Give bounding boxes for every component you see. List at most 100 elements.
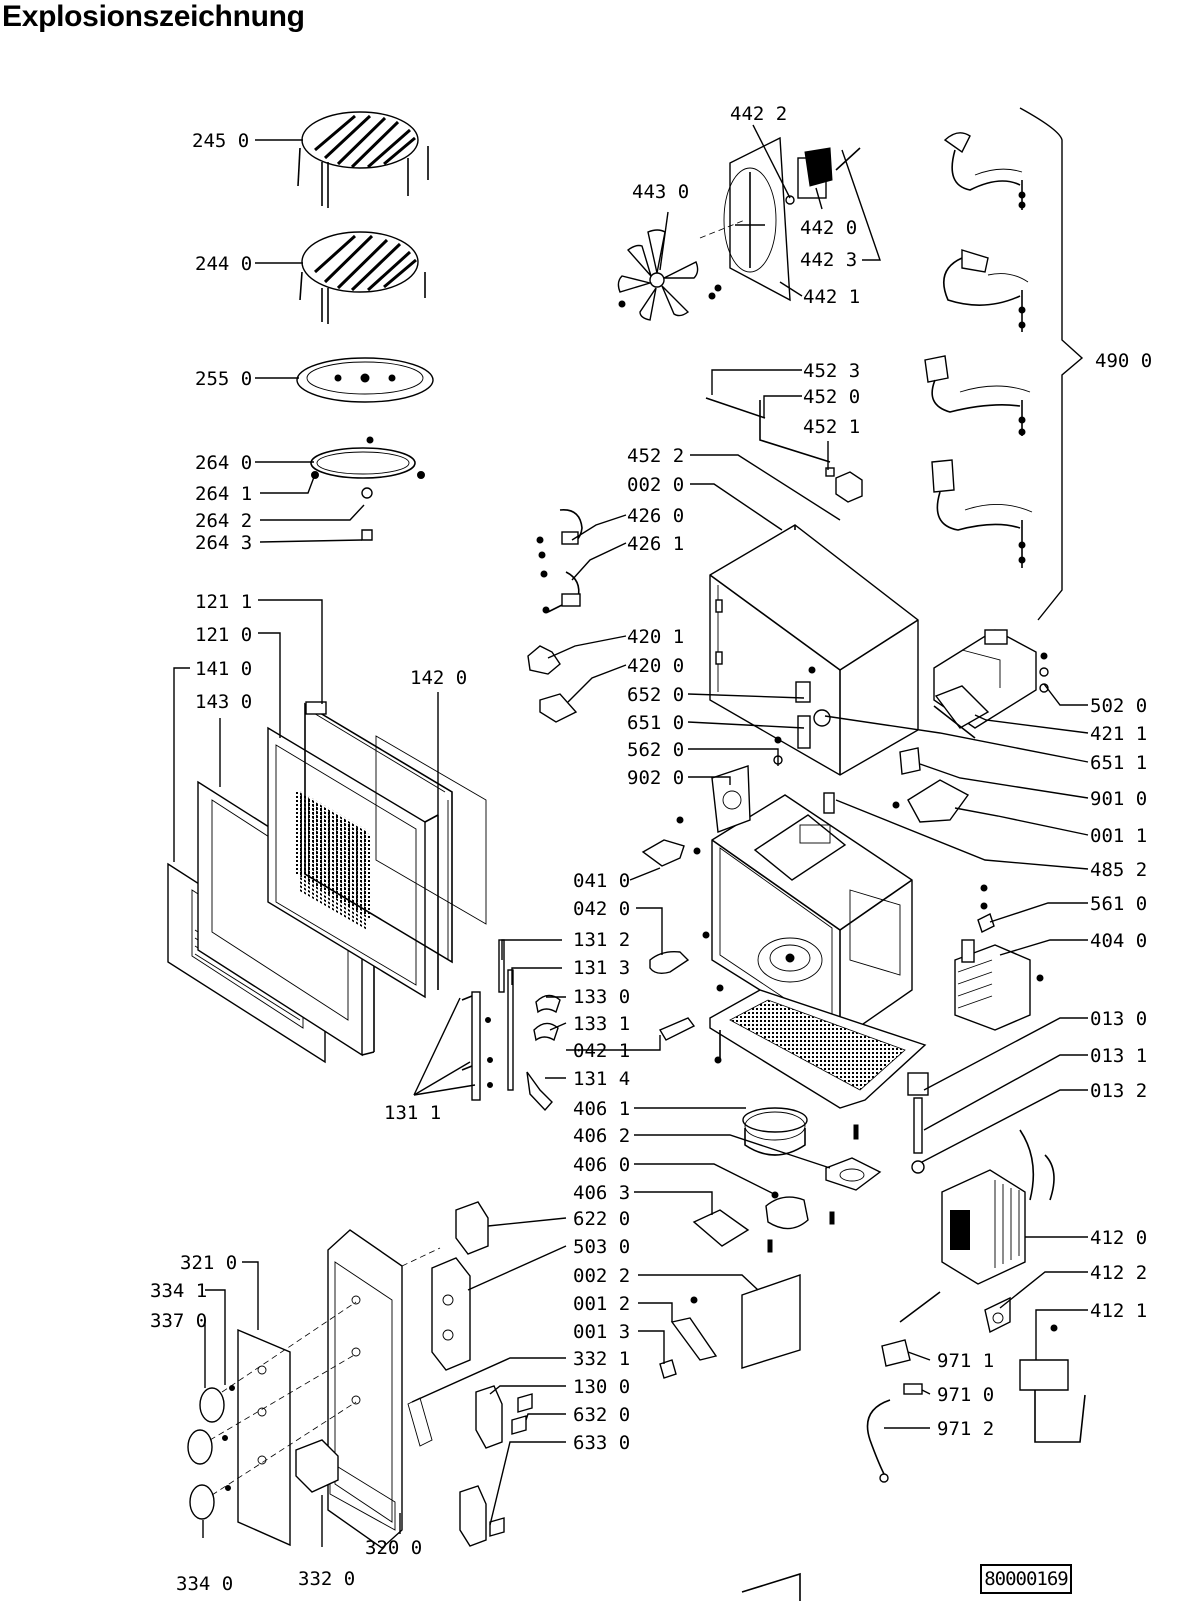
callout-label: 633 0	[573, 1432, 630, 1454]
callout-label: 442 1	[803, 286, 860, 308]
door-seal-film	[375, 735, 487, 925]
callout-label: 002 0	[627, 474, 684, 496]
control-board	[933, 629, 1049, 739]
callout-label: 971 2	[937, 1418, 994, 1440]
outer-cabinet	[709, 524, 919, 776]
heater-element	[705, 397, 863, 503]
callout-label: 485 2	[1090, 859, 1147, 881]
leader-lines	[173, 107, 1089, 1547]
callout-label: 320 0	[365, 1537, 422, 1559]
callout-label: 131 4	[573, 1068, 630, 1090]
alignment-lines	[209, 219, 746, 1496]
callout-label: 133 0	[573, 986, 630, 1008]
callout-label: 412 2	[1090, 1262, 1147, 1284]
callout-label: 632 0	[573, 1404, 630, 1426]
callout-label: 321 0	[180, 1252, 237, 1274]
callout-label: 334 1	[150, 1280, 207, 1302]
callout-label: 404 0	[1090, 930, 1147, 952]
callout-label: 121 0	[195, 624, 252, 646]
callout-label: 334 0	[176, 1573, 233, 1595]
base-plate	[709, 984, 927, 1109]
roller-ring	[310, 436, 425, 541]
control-knobs	[187, 1385, 235, 1520]
callout-label: 133 1	[573, 1013, 630, 1035]
callout-label: 013 2	[1090, 1080, 1147, 1102]
callout-label: 131 3	[573, 957, 630, 979]
document-number: 80000169	[980, 1564, 1072, 1594]
callout-label: 406 1	[573, 1098, 630, 1120]
door-latch-hooks	[461, 991, 493, 1101]
callout-label: 443 0	[632, 181, 689, 203]
door-mesh-pattern	[296, 790, 372, 920]
callout-label: 013 0	[1090, 1008, 1147, 1030]
callout-label: 902 0	[627, 767, 684, 789]
control-panel-overlay	[237, 1328, 291, 1547]
callout-label: 406 2	[573, 1125, 630, 1147]
callout-label: 041 0	[573, 870, 630, 892]
callout-label: 143 0	[195, 691, 252, 713]
callout-label: 622 0	[573, 1208, 630, 1230]
callout-label: 452 2	[627, 445, 684, 467]
callout-label: 121 1	[195, 591, 252, 613]
callout-label: 426 0	[627, 505, 684, 527]
callout-label: 503 0	[573, 1236, 630, 1258]
callout-label: 901 0	[1090, 788, 1147, 810]
callout-label: 245 0	[192, 130, 249, 152]
callout-label: 337 0	[150, 1310, 207, 1332]
callout-label: 131 2	[573, 929, 630, 951]
latch-springs	[498, 939, 696, 1112]
callout-label: 042 1	[573, 1040, 630, 1062]
callout-label: 131 1	[384, 1102, 441, 1124]
callout-label: 651 1	[1090, 752, 1147, 774]
callout-label: 426 1	[627, 533, 684, 555]
callout-label: 421 1	[1090, 723, 1147, 745]
callout-label: 490 0	[1095, 350, 1152, 372]
thermal-cutouts	[527, 509, 583, 723]
callout-label: 412 1	[1090, 1300, 1147, 1322]
power-cords	[924, 132, 1033, 568]
relays-and-clamps	[892, 747, 970, 823]
callout-label: 332 1	[573, 1348, 630, 1370]
magnetron	[954, 884, 1044, 1031]
callout-label: 130 0	[573, 1376, 630, 1398]
callout-label: 971 0	[937, 1384, 994, 1406]
turntable-plate	[296, 357, 434, 403]
callout-label: 562 0	[627, 739, 684, 761]
oven-cavity	[711, 794, 913, 1041]
callout-label: 264 3	[195, 532, 252, 554]
callout-label: 651 0	[627, 712, 684, 734]
timer-and-switches	[295, 1201, 533, 1547]
turntable-motor-parts	[692, 1107, 882, 1253]
fan-motor-bracket	[708, 136, 861, 302]
callout-label: 332 0	[298, 1568, 355, 1590]
callout-label: 141 0	[195, 658, 252, 680]
callout-label: 042 0	[573, 898, 630, 920]
callout-label: 652 0	[627, 684, 684, 706]
callout-label: 406 0	[573, 1154, 630, 1176]
callout-label: 264 0	[195, 452, 252, 474]
callout-label: 971 1	[937, 1350, 994, 1372]
bracket-parts	[659, 1274, 801, 1601]
callout-label: 452 3	[803, 360, 860, 382]
fan-blade	[617, 229, 699, 321]
callout-label: 420 0	[627, 655, 684, 677]
callout-label: 452 0	[803, 386, 860, 408]
callout-labels: 245 0 244 0 255 0 264 0 264 1 264 2 264 …	[150, 103, 1152, 1595]
callout-label: 001 3	[573, 1321, 630, 1343]
callout-label: 255 0	[195, 368, 252, 390]
callout-label: 001 1	[1090, 825, 1147, 847]
callout-label: 406 3	[573, 1182, 630, 1204]
callout-label: 561 0	[1090, 893, 1147, 915]
grill-rack-high	[297, 111, 429, 208]
door-hinges	[641, 816, 710, 975]
callout-label: 502 0	[1090, 695, 1147, 717]
callout-label: 142 0	[410, 667, 467, 689]
callout-label: 420 1	[627, 626, 684, 648]
capacitor-and-diode	[907, 1072, 929, 1174]
callout-label: 264 1	[195, 483, 252, 505]
callout-label: 264 2	[195, 510, 252, 532]
interlock-switches	[711, 666, 835, 833]
callout-label: 452 1	[803, 416, 860, 438]
callout-label: 013 1	[1090, 1045, 1147, 1067]
